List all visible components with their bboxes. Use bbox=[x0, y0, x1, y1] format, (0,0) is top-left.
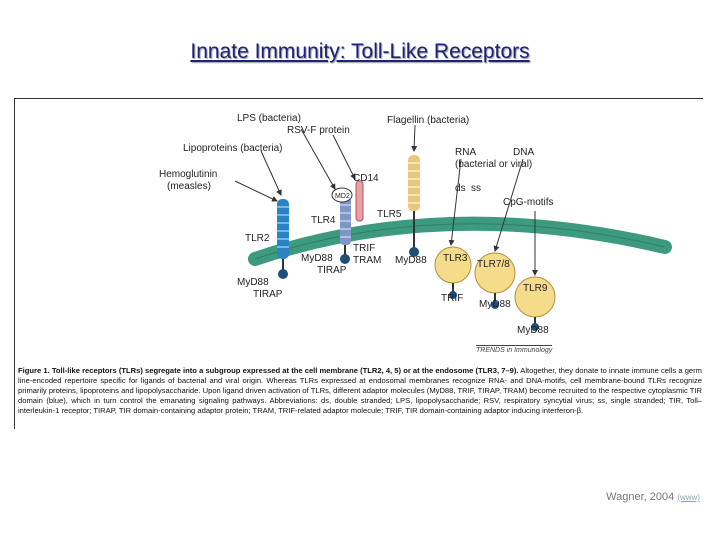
source-credit: Wagner, 2004 (www) bbox=[606, 491, 700, 503]
ds-label: ds bbox=[455, 183, 466, 194]
tlr2-receptor bbox=[277, 199, 289, 279]
hemoglutinin-label: Hemoglutinin bbox=[159, 169, 217, 180]
tlr3-label: TLR3 bbox=[443, 253, 468, 264]
myd88-tlr9-label: MyD88 bbox=[517, 325, 549, 336]
flagellin-label: Flagellin (bacteria) bbox=[387, 115, 469, 126]
caption-lead: Figure 1. Toll-like receptors (TLRs) seg… bbox=[18, 366, 519, 375]
tirap-tlr4-label: TIRAP bbox=[317, 265, 347, 276]
figure-caption: Figure 1. Toll-like receptors (TLRs) seg… bbox=[18, 366, 702, 416]
cd14-protein bbox=[355, 180, 364, 222]
myd88-tlr78-label: MyD88 bbox=[479, 299, 511, 310]
rsvf-label: RSV-F protein bbox=[287, 125, 350, 136]
tlr5-label: TLR5 bbox=[377, 209, 402, 220]
myd88-tlr2-label: MyD88 bbox=[237, 277, 269, 288]
endosome-tlr9 bbox=[514, 276, 556, 331]
ss-label: ss bbox=[471, 183, 481, 194]
myd88-tlr4-label: MyD88 bbox=[301, 253, 333, 264]
tram-label: TRAM bbox=[353, 255, 381, 266]
endosome-tlr3 bbox=[434, 246, 472, 299]
lipoproteins-label: Lipoproteins (bacteria) bbox=[183, 143, 283, 154]
caption-body: Altogether, they donate to innate immune… bbox=[18, 366, 702, 415]
trif-label: TRIF bbox=[353, 243, 375, 254]
tlr-figure: LPS (bacteria) RSV-F protein Flagellin (… bbox=[14, 98, 703, 429]
myd88-tlr5-label: MyD88 bbox=[395, 255, 427, 266]
tlr4-label: TLR4 bbox=[311, 215, 336, 226]
tlr9-label: TLR9 bbox=[523, 283, 548, 294]
tirap-tlr2-label: TIRAP bbox=[253, 289, 283, 300]
ligand-arrows bbox=[234, 124, 538, 276]
tlr5-receptor bbox=[408, 155, 420, 257]
tlr2-label: TLR2 bbox=[245, 233, 270, 244]
tlr-diagram: LPS (bacteria) RSV-F protein Flagellin (… bbox=[159, 113, 672, 336]
lps-label: LPS (bacteria) bbox=[237, 113, 301, 124]
credit-link[interactable]: (www) bbox=[677, 493, 700, 502]
dna-label: DNA bbox=[513, 147, 534, 158]
credit-text: Wagner, 2004 bbox=[606, 491, 675, 503]
measles-label: (measles) bbox=[167, 181, 211, 192]
page-title: Innate Immunity: Toll-Like Receptors bbox=[190, 40, 530, 63]
md2-label: MD2 bbox=[335, 193, 350, 200]
md2-protein bbox=[331, 187, 353, 203]
tlr78-label: TLR7/8 bbox=[477, 259, 510, 270]
tlr4-receptor bbox=[331, 180, 364, 264]
cd14-label: CD14 bbox=[353, 173, 379, 184]
rna-label: RNA bbox=[455, 147, 476, 158]
bacterial-viral-label: (bacterial or viral) bbox=[455, 159, 532, 170]
cpg-label: CpG-motifs bbox=[503, 197, 554, 208]
endosome-tlr78 bbox=[474, 252, 516, 309]
trends-credit: TRENDS in Immunology bbox=[476, 345, 553, 354]
trif-tlr3-label: TRIF bbox=[441, 293, 463, 304]
